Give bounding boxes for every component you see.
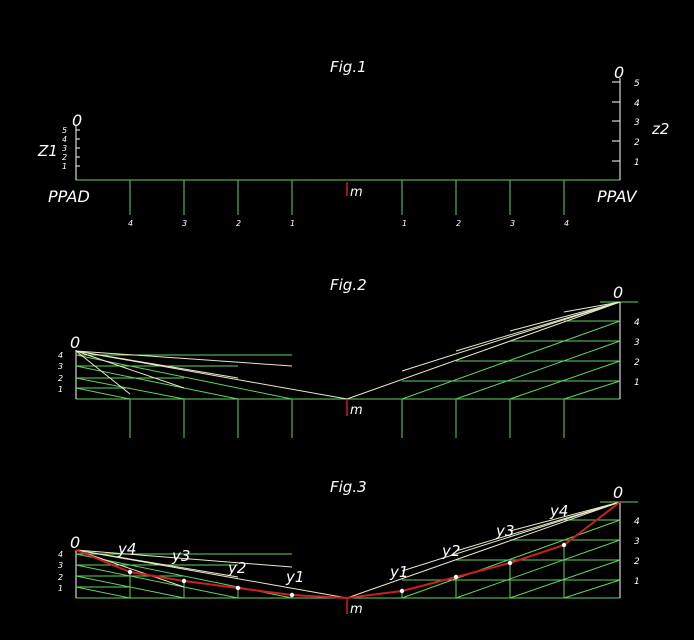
figure-3-right-tick-label: 3	[634, 537, 640, 547]
figure-1-right-point-label: 0	[614, 63, 624, 82]
figure-2-verticals	[75, 302, 621, 438]
figure-2-left-tick-label: 2	[58, 374, 63, 383]
figure-2-right-tick-label: 2	[634, 358, 640, 368]
figure-2-left-scale: 4 3 2 1	[58, 351, 63, 394]
figure-3-rays	[75, 501, 621, 599]
figure-3-points	[127, 542, 567, 598]
figure-2-diagonals	[75, 320, 621, 400]
figure-3-right-tick-label: 4	[634, 517, 640, 527]
figure-2-right-tick-label: 4	[634, 318, 640, 328]
figure-2-center-label: m	[350, 403, 363, 418]
figure-1-station-number: 4	[564, 219, 569, 228]
figure-1-right-scale: 5 4 3 2 1	[612, 79, 640, 168]
figure-2-guides	[76, 301, 638, 400]
figure-3-right-point-label: 0	[613, 483, 623, 502]
figure-3-y-label: y1	[389, 563, 408, 581]
figure-1-left-tick-label: 4	[62, 135, 67, 144]
figure-1-center-label: m	[350, 185, 363, 200]
figure-1-right-station-label: PPAV	[597, 187, 638, 206]
figure-1-station-numbers: 4 3 2 1 1 2 3 4	[128, 219, 569, 228]
figure-1-left-tick-label: 1	[62, 162, 67, 171]
figure-3-y-label: y3	[171, 547, 190, 565]
figure-1-left-point-label: 0	[72, 111, 82, 130]
figure-2-left-point-label: 0	[70, 333, 80, 352]
figure-2-right-tick-label: 1	[634, 378, 640, 388]
figure-2-left-tick-label: 1	[58, 385, 63, 394]
figure-2-title: Fig.2	[330, 276, 367, 294]
figure-1-left-axis-label: Z1	[37, 142, 58, 160]
figure-3-title: Fig.3	[330, 478, 367, 496]
figure-1-right-tick-label: 1	[634, 158, 640, 168]
figure-3-left-tick-label: 3	[58, 561, 63, 570]
figure-3-y-label: y2	[441, 542, 460, 560]
figure-3-left-tick-label: 2	[58, 573, 63, 582]
figure-3-y-label: y4	[117, 540, 136, 558]
figure-1-title: Fig.1	[330, 58, 367, 76]
figure-2-left-tick-label: 4	[58, 351, 63, 360]
figure-3: Fig.3	[58, 478, 640, 617]
figure-1-station-number: 3	[182, 219, 187, 228]
figure-3-right-scale: 4 3 2 1	[634, 517, 640, 587]
figure-1-station-number: 1	[402, 219, 407, 228]
figure-1-right-tick-label: 3	[634, 118, 640, 128]
figure-3-left-tick-label: 1	[58, 584, 63, 593]
figure-3-y-label: y2	[227, 559, 246, 577]
figure-3-diagonals	[75, 519, 621, 599]
figure-2: Fig.2	[58, 276, 640, 438]
figure-3-left-tick-label: 4	[58, 550, 63, 559]
figure-3-y-label: y3	[495, 522, 514, 540]
figure-1-right-tick-label: 5	[634, 79, 640, 89]
figure-1-left-tick-label: 3	[62, 144, 67, 153]
figure-2-rays	[75, 301, 621, 400]
figure-1: Fig.1 5 4 3 2	[37, 58, 669, 228]
figure-2-right-point-label: 0	[613, 283, 623, 302]
figure-3-red-curve	[75, 501, 621, 600]
figure-3-y-label: y1	[285, 568, 304, 586]
figure-3-right-tick-label: 1	[634, 577, 640, 587]
figure-1-right-axis-label: z2	[651, 120, 669, 138]
figure-1-station-number: 2	[236, 219, 241, 228]
figure-3-y-labels: y4 y3 y2 y1 y1 y2 y3 y4	[117, 502, 568, 586]
figure-1-right-tick-label: 2	[634, 138, 640, 148]
figure-2-right-tick-label: 3	[634, 338, 640, 348]
figure-1-left-tick-label: 5	[62, 126, 67, 135]
figure-2-left-tick-label: 3	[58, 362, 63, 371]
figure-1-left-station-label: PPAD	[48, 187, 90, 206]
figure-1-station-number: 3	[510, 219, 515, 228]
figure-3-left-point-label: 0	[70, 533, 80, 552]
figure-1-station-number: 2	[456, 219, 461, 228]
figure-3-right-tick-label: 2	[634, 557, 640, 567]
figure-3-y-label: y4	[549, 502, 568, 520]
figure-1-left-tick-label: 2	[62, 153, 67, 162]
figure-1-station-number: 1	[290, 219, 295, 228]
figure-1-left-scale: 5 4 3 2 1	[62, 126, 80, 171]
figure-1-station-ticks	[129, 180, 565, 215]
figure-3-left-scale: 4 3 2 1	[58, 550, 63, 593]
figure-3-center-label: m	[350, 602, 363, 617]
figure-1-station-number: 4	[128, 219, 133, 228]
figure-1-right-tick-label: 4	[634, 99, 640, 109]
figure-2-right-scale: 4 3 2 1	[634, 318, 640, 388]
